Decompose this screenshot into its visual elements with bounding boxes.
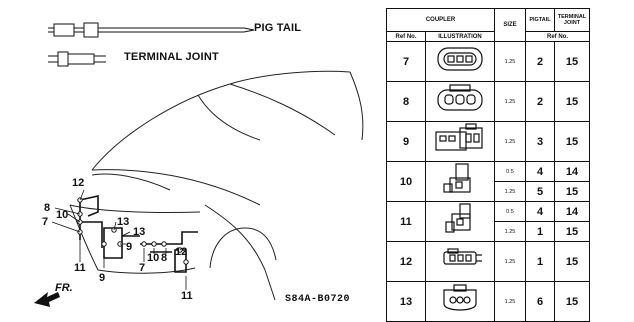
callout-13-a: 13 (117, 216, 130, 228)
pigtail-cell: 3 (525, 121, 555, 162)
pigtail-label: PIG TAIL (254, 22, 302, 34)
callout-11-right: 11 (181, 290, 193, 302)
callout-7-right: 7 (139, 262, 146, 274)
terminal-joint-cell: 15 (554, 241, 590, 282)
car-front-drawing (34, 70, 364, 307)
size-cell: 1.25 (494, 221, 526, 242)
size-cell: 1.25 (494, 281, 526, 322)
pigtail-symbol (48, 22, 255, 38)
table-row: 9 1.25 3 15 (386, 121, 590, 162)
header-coupler: COUPLER (386, 8, 495, 32)
coupler-illustration (425, 81, 495, 122)
header-pigtail: PIGTAIL (525, 8, 555, 32)
terminal-joint-label: TERMINAL JOINT (124, 51, 219, 63)
terminal-joint-symbol (48, 51, 106, 67)
coupler-12-icon (443, 248, 482, 265)
header-ref-no: Ref No. (386, 31, 426, 42)
ref-cell: 9 (386, 121, 426, 162)
header-terminal-joint: TERMINAL JOINT (554, 8, 590, 32)
size-cell: 0.5 (494, 201, 526, 222)
table-row: 1.25 5 15 (387, 181, 590, 202)
coupler-7-icon (437, 47, 483, 71)
coupler-illustration (425, 41, 495, 82)
table-row: 12 1.25 1 15 (386, 241, 590, 282)
terminal-joint-cell: 15 (554, 121, 590, 162)
callout-10-left: 10 (56, 209, 69, 221)
header-ref-no-2: Ref No. (525, 31, 590, 42)
pigtail-cell: 4 (525, 161, 555, 182)
pigtail-cell: 1 (525, 241, 555, 282)
ref-cell: 13 (386, 281, 426, 322)
size-cell: 1.25 (494, 41, 526, 82)
figure-code: S84A-B0720 (285, 294, 351, 305)
table-row: 13 1.25 6 15 (386, 281, 590, 322)
direction-label: FR. (55, 282, 73, 294)
callout-10-right: 10 (147, 252, 160, 264)
pigtail-cell: 2 (525, 41, 555, 82)
pigtail-cell: 6 (525, 281, 555, 322)
coupler-illustration (425, 201, 495, 242)
size-cell: 1.25 (494, 181, 526, 202)
callout-12-left: 12 (72, 177, 85, 189)
table-row: 7 1.25 2 15 (386, 41, 590, 82)
terminal-joint-cell: 15 (554, 221, 590, 242)
callout-8-left: 8 (44, 202, 51, 214)
terminal-joint-cell: 14 (554, 161, 590, 182)
coupler-8-icon (437, 84, 483, 111)
terminal-joint-cell: 15 (554, 81, 590, 122)
coupler-11-icon (445, 203, 471, 233)
table-row: 8 1.25 2 15 (386, 81, 590, 122)
ref-cell: 12 (386, 241, 426, 282)
size-cell: 0.5 (494, 161, 526, 182)
table-row: 11 0.5 4 14 (386, 201, 590, 242)
callout-9-a: 9 (99, 272, 106, 284)
pigtail-cell: 1 (525, 221, 555, 242)
ref-cell: 10 (386, 161, 426, 202)
ref-cell: 8 (386, 81, 426, 122)
ref-cell: 7 (386, 41, 426, 82)
coupler-illustration (425, 281, 495, 322)
pigtail-cell: 2 (525, 81, 555, 122)
header-size: SIZE (494, 8, 526, 42)
size-cell: 1.25 (494, 241, 526, 282)
front-arrow (34, 292, 60, 307)
coupler-10-icon (443, 163, 471, 193)
coupler-illustration (425, 241, 495, 282)
legend-symbols (48, 22, 255, 67)
pigtail-cell: 5 (525, 181, 555, 202)
size-cell: 1.25 (494, 121, 526, 162)
terminal-joint-cell: 15 (554, 181, 590, 202)
callout-9-b: 9 (126, 241, 133, 253)
coupler-9-icon (435, 123, 483, 151)
table-row: 10 0.5 4 14 (386, 161, 590, 202)
terminal-joint-cell: 15 (554, 41, 590, 82)
callout-11-left: 11 (74, 262, 86, 274)
callout-12-right: 12 (175, 246, 188, 258)
terminal-joint-cell: 14 (554, 201, 590, 222)
callout-7-left: 7 (42, 216, 49, 228)
callout-13-b: 13 (133, 226, 146, 238)
coupler-illustration (425, 121, 495, 162)
size-cell: 1.25 (494, 81, 526, 122)
pigtail-cell: 4 (525, 201, 555, 222)
coupler-table: COUPLER SIZE PIGTAIL TERMINAL JOINT Ref … (386, 8, 590, 322)
coupler-13-icon (443, 284, 477, 311)
callout-8-right: 8 (161, 252, 168, 264)
header-illustration: ILLUSTRATION (425, 31, 495, 42)
ref-cell: 11 (386, 201, 426, 242)
terminal-joint-cell: 15 (554, 281, 590, 322)
coupler-illustration (425, 161, 495, 202)
